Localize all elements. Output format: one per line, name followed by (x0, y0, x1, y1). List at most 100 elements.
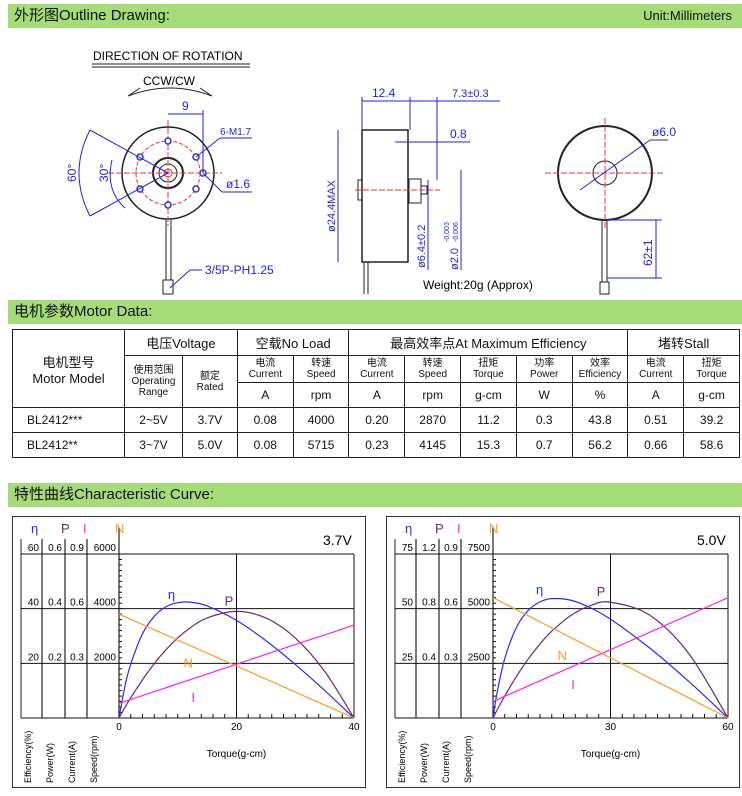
subheader-cn: 扭矩 (701, 358, 722, 369)
unit-cell: A (236, 382, 294, 408)
axis-tick-label: 25 (402, 652, 414, 663)
axis-tick-label: 0.3 (444, 652, 458, 663)
max-efficiency-header: 最高效率点At Maximum Efficiency (348, 329, 629, 356)
axis-symbol-1: P (61, 521, 70, 536)
shaft-length-label: 7.3±0.3 (452, 88, 489, 100)
axis-label: Power(W) (419, 743, 429, 783)
series-label: η (536, 582, 543, 597)
curve-title: 特性曲线Characteristic Curve: (14, 486, 215, 503)
axis-tick-label: 0.8 (422, 598, 436, 609)
rotation-arrow-icon (127, 87, 213, 97)
value-cell: 5715 (292, 432, 350, 458)
axis-symbol-3: N (489, 521, 498, 536)
range-en: Operating Range (131, 376, 176, 398)
body-dia-label: ø24.4MAX (326, 179, 338, 232)
rear-view: ø6.0 62±1 (545, 118, 676, 295)
subheader-cn: 电流 (645, 358, 666, 369)
axis-tick-label: 0.2 (48, 652, 62, 663)
axis-label: Speed(rpm) (463, 735, 473, 783)
dim-0-8-label: 0.8 (450, 127, 467, 141)
unit-cell: % (571, 382, 629, 408)
shaft-tol-upper: -0.003 (444, 222, 451, 242)
lead-length-label: 62±1 (641, 239, 655, 266)
x-tick-label: 20 (231, 722, 243, 733)
unit-cell: rpm (404, 382, 462, 408)
value-cell: 4000 (292, 407, 350, 433)
model-cell: BL2412** (12, 432, 125, 458)
value-cell: 2870 (404, 407, 462, 433)
axis-tick-label: 0.6 (444, 598, 458, 609)
outline-drawing-header: 外形图Outline Drawing: Unit:Millimeters (8, 4, 742, 28)
side-view: 12.4 7.3±0.3 0.8 ø24.4MAX ø6.4±0.2 ø2.0 … (326, 86, 533, 294)
rear-dia-label: ø6.0 (652, 125, 676, 139)
range-cn: 使用范围 (133, 365, 174, 376)
subheader-cn: 电流 (366, 358, 387, 369)
subheader-en: Power (530, 369, 559, 380)
subheader-en: Torque (696, 369, 727, 380)
series-label: N (558, 648, 567, 663)
axis-tick-label: 0.9 (444, 543, 458, 554)
x-tick-label: 30 (605, 722, 617, 733)
series-label: I (191, 690, 195, 705)
unit-cell: A (348, 382, 406, 408)
unit-cell: rpm (292, 382, 350, 408)
angle-60-label: 60° (65, 164, 79, 182)
shaft-dia-label: ø2.0 (449, 248, 461, 270)
outline-drawing: DIRECTION OF ROTATION CCW/CW 60° 30° 9 6… (65, 49, 676, 295)
weight-label: Weight:20g (Approx) (423, 278, 533, 292)
value-cell: 58.6 (683, 432, 740, 458)
subheader-en: Speed (418, 369, 448, 380)
axis-tick-label: 50 (402, 598, 414, 609)
direction-label: DIRECTION OF ROTATION (93, 49, 243, 63)
axis-tick-label: 5000 (468, 598, 491, 609)
unit-cell: W (515, 382, 573, 408)
axis-tick-label: 4000 (94, 598, 117, 609)
value-cell: 4145 (404, 432, 462, 458)
axis-tick-label: 0.4 (422, 652, 436, 663)
subheader-en: Efficiency (578, 369, 622, 380)
value-cell: 0.66 (627, 432, 685, 458)
x-axis-title: Torque(g-cm) (207, 749, 266, 760)
series-label: I (571, 677, 575, 692)
axis-label: Current(A) (441, 741, 451, 783)
subheader-en: Current (360, 369, 394, 380)
value-cell: 39.2 (683, 407, 740, 433)
series-label: N (184, 655, 193, 670)
subheader-cn: 转速 (422, 358, 443, 369)
value-cell: 43.8 (571, 407, 629, 433)
motor-data-title: 电机参数Motor Data: (14, 303, 153, 320)
axis-tick-label: 0.3 (70, 652, 84, 663)
subheader-en: Torque (473, 369, 504, 380)
subheader-cn: 电流 (255, 358, 276, 369)
value-cell: 0.3 (515, 407, 573, 433)
unit-cell: A (627, 382, 685, 408)
value-cell: 3.7V (181, 407, 238, 433)
x-tick-label: 60 (722, 722, 734, 733)
axis-symbol-3: N (115, 521, 124, 536)
x-axis-title: Torque(g-cm) (581, 749, 640, 760)
subheader-en: Current (248, 369, 282, 380)
rated-cn: 额定 (199, 370, 220, 382)
value-cell: 5.0V (181, 432, 238, 458)
hole-dia-label: ø1.6 (226, 177, 250, 191)
subheader-cn: 扭矩 (478, 358, 499, 369)
value-cell: 11.2 (460, 407, 517, 433)
axis-label: Efficiency(%) (397, 731, 407, 783)
x-tick-label: 40 (348, 722, 360, 733)
value-cell: 56.2 (571, 432, 629, 458)
series-label: P (597, 584, 606, 599)
x-tick-label: 0 (490, 722, 496, 733)
stall-header: 堵转Stall (627, 329, 740, 356)
boss-dia-label: ø6.4±0.2 (416, 225, 428, 268)
outline-title: 外形图Outline Drawing: (14, 7, 170, 24)
model-cell: BL2412*** (12, 407, 125, 433)
value-cell: 0.08 (236, 407, 294, 433)
